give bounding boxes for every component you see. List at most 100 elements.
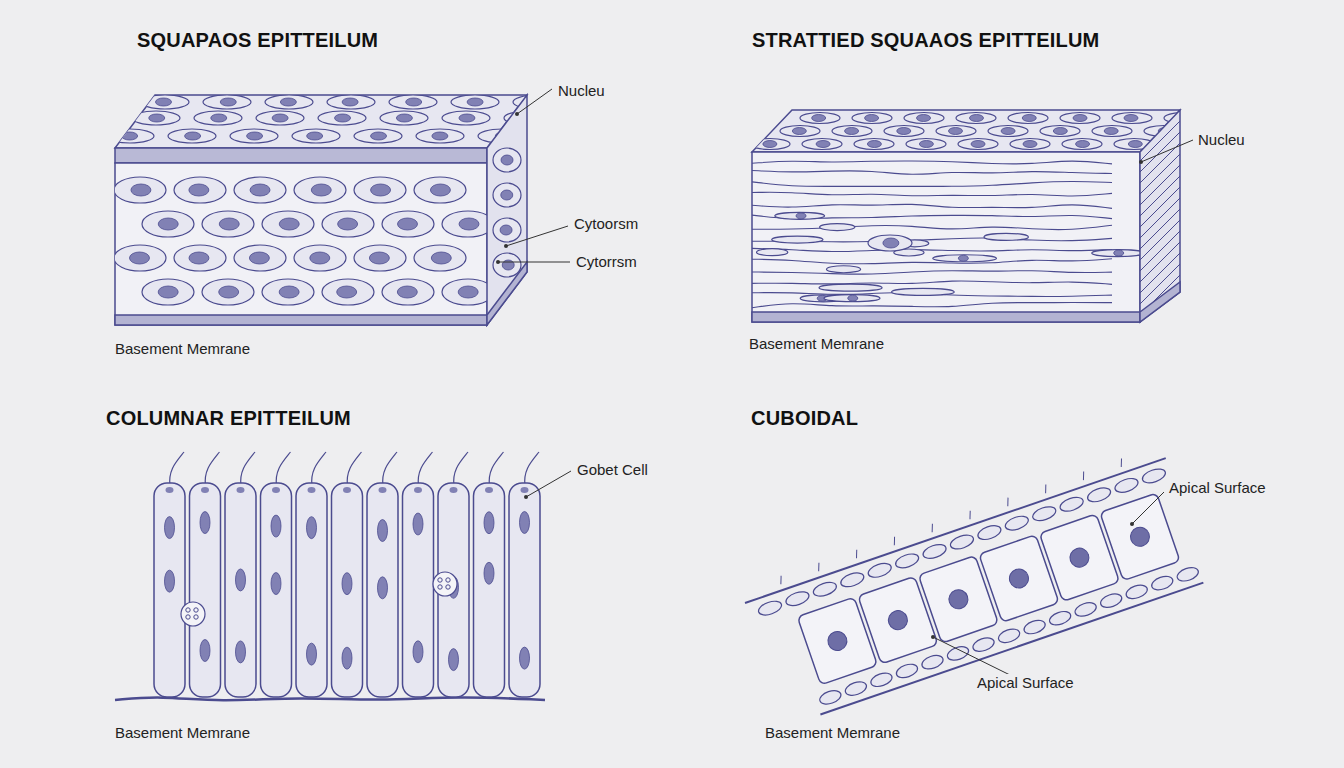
flat-cell: [1031, 504, 1058, 523]
squamous-layer: [752, 161, 1112, 164]
column-cell: [474, 483, 505, 697]
flat-cell: [757, 599, 784, 618]
cell: [1008, 113, 1048, 124]
cell: [389, 95, 437, 109]
cell: [203, 95, 251, 109]
cell-nucleus: [1128, 141, 1142, 148]
flat-cell: [819, 284, 882, 291]
cell-nucleus: [342, 573, 352, 595]
cell-nucleus: [865, 115, 879, 122]
squamous-layer: [1140, 143, 1180, 183]
basement-membrane: [115, 697, 545, 700]
side-cells: [493, 148, 521, 277]
cell-nucleus: [484, 562, 494, 584]
cell-nucleus: [1114, 250, 1124, 256]
mucus-granule: [194, 615, 198, 619]
squamous-layer: [1140, 187, 1180, 227]
part-label: Basement Memrane: [763, 724, 902, 741]
surface-hair: [1081, 472, 1086, 481]
columnar-cells: [115, 452, 545, 700]
flat-cell: [1124, 583, 1149, 602]
cell: [294, 177, 346, 203]
cell-nucleus: [342, 647, 352, 669]
cell-nucleus: [413, 641, 423, 663]
flat-cell: [844, 679, 869, 698]
cell-nucleus: [396, 114, 412, 122]
cell-nucleus: [848, 295, 858, 301]
cell-nucleus: [338, 218, 358, 230]
cell: [1060, 113, 1100, 124]
mucus-granule: [446, 585, 450, 589]
cell-nucleus: [1124, 115, 1138, 122]
mucus-granule: [194, 608, 198, 612]
squamous-layer: [752, 303, 1112, 308]
cell-nucleus: [1128, 525, 1152, 549]
surface-hair: [854, 550, 859, 559]
mucus-granule: [186, 615, 190, 619]
flat-cell: [1092, 250, 1140, 257]
panel-title: SQUAPAOS EPITTEILUM: [135, 29, 380, 52]
cell: [327, 95, 375, 109]
cell-nucleus: [236, 641, 246, 663]
front-cells: [115, 177, 487, 305]
part-label: Cytoorsm: [572, 215, 640, 232]
cell-nucleus: [897, 128, 911, 135]
cell-nucleus: [467, 98, 483, 106]
squamous-layer: [1140, 209, 1180, 249]
block-top-face: [752, 110, 1180, 152]
cell: [115, 177, 166, 203]
squamous-block: [106, 95, 561, 325]
part-label: Basement Memrane: [113, 724, 252, 741]
cell-nucleus: [158, 286, 178, 298]
part-label: Apical Surface: [1167, 479, 1268, 496]
cell: [416, 129, 464, 143]
flat-cell: [868, 235, 912, 251]
cell: [142, 279, 194, 305]
cell-nucleus: [1076, 141, 1090, 148]
cilium: [347, 452, 361, 486]
cell-nucleus: [430, 184, 450, 196]
cell: [262, 211, 314, 237]
flat-cell: [933, 255, 997, 262]
flat-cell: [984, 233, 1028, 240]
cell-nucleus: [335, 114, 351, 122]
flat-cell: [869, 671, 894, 690]
cell-layers: [752, 161, 1140, 308]
cell-nucleus: [378, 520, 388, 542]
cell: [800, 113, 840, 124]
cell: [382, 211, 434, 237]
flat-cell: [920, 653, 945, 672]
cell: [174, 177, 226, 203]
cilium: [418, 452, 432, 486]
cilium: [241, 452, 255, 486]
column-cell: [296, 483, 327, 697]
cell-nucleus: [149, 114, 165, 122]
cell: [904, 113, 944, 124]
part-label: Apical Surface: [975, 674, 1076, 691]
cell-nucleus: [812, 115, 826, 122]
flat-cell: [812, 580, 839, 599]
cell: [234, 245, 286, 271]
cell-nucleus: [1023, 141, 1037, 148]
cell-nucleus: [200, 640, 210, 662]
surface-hair: [967, 511, 972, 520]
cell-nucleus: [343, 487, 351, 493]
stratified-block: [750, 110, 1206, 326]
cilium: [525, 452, 539, 486]
cilium: [170, 452, 184, 486]
cell: [115, 245, 166, 271]
cell: [382, 279, 434, 305]
surface-hair: [1043, 485, 1048, 494]
cell-nucleus: [796, 213, 806, 219]
cell-nucleus: [958, 255, 968, 261]
surface-hair: [1005, 498, 1010, 507]
column-cell: [225, 483, 256, 697]
cell: [854, 139, 894, 150]
mucus-granule: [186, 608, 190, 612]
cilium: [454, 452, 468, 486]
cell: [988, 126, 1028, 137]
surface-hair: [778, 576, 783, 585]
squamous-layer: [1140, 176, 1180, 216]
basement-membrane-side: [487, 262, 527, 325]
cell-nucleus: [272, 487, 280, 493]
